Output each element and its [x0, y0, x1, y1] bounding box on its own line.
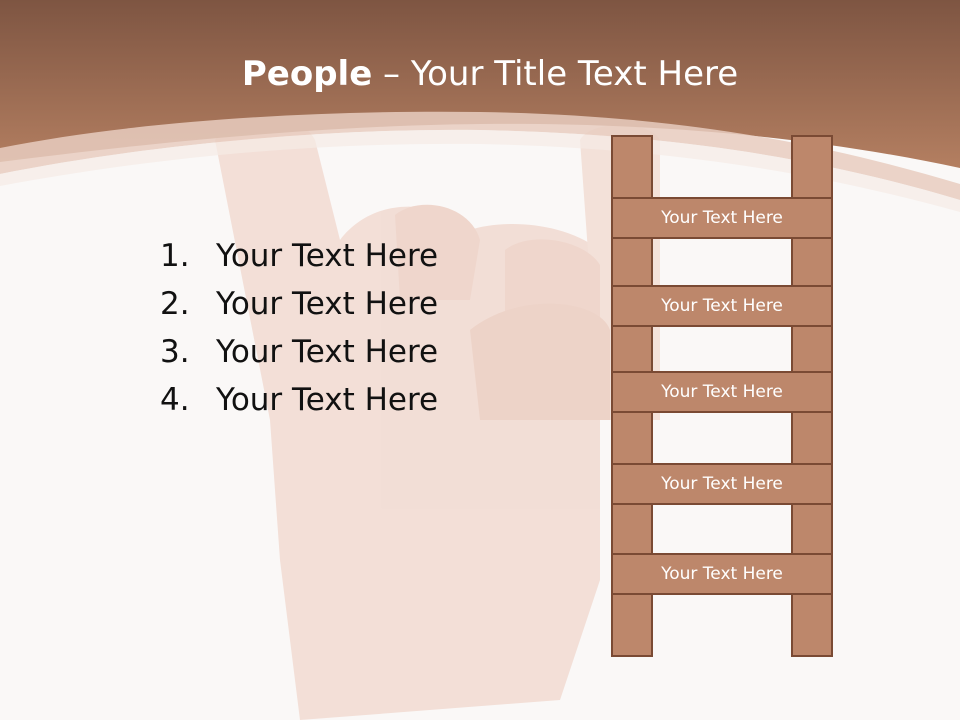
ladder-rail-right [791, 411, 833, 465]
ladder-rail-right [791, 135, 833, 199]
list-item: 4. Your Text Here [160, 376, 438, 424]
rung-label: Your Text Here [661, 474, 783, 494]
rung-label: Your Text Here [661, 382, 783, 402]
header-swoosh [0, 111, 960, 200]
title-rest: – Your Title Text Here [372, 54, 739, 94]
ladder-rail-left [611, 503, 653, 555]
ladder-rail-left [611, 325, 653, 373]
list-text: Your Text Here [216, 334, 439, 370]
ladder-rung [611, 197, 833, 239]
ladder-rail-left [611, 593, 653, 657]
ladder-rung [611, 463, 833, 505]
numbered-list: 1. Your Text Here 2. Your Text Here 3. Your… [160, 232, 438, 424]
ladder-rail-right [791, 503, 833, 555]
list-number: 3. [160, 334, 190, 370]
list-item: 2. Your Text Here [160, 280, 438, 328]
rung-label: Your Text Here [661, 296, 783, 316]
list-number: 4. [160, 382, 190, 418]
list-number: 2. [160, 286, 190, 322]
list-text: Your Text Here [216, 382, 439, 418]
list-item: 3. Your Text Here [160, 328, 438, 376]
ladder-rung [611, 371, 833, 413]
slide-title: People – Your Title Text Here [0, 52, 960, 96]
ladder-rail-left [611, 237, 653, 287]
list-text: Your Text Here [216, 286, 439, 322]
list-text: Your Text Here [216, 238, 439, 274]
ladder-rung [611, 285, 833, 327]
ladder-rail-left [611, 135, 653, 199]
ladder-rung [611, 553, 833, 595]
ladder-rail-right [791, 237, 833, 287]
rung-label: Your Text Here [661, 208, 783, 228]
rung-label: Your Text Here [661, 564, 783, 584]
ladder-rail-left [611, 411, 653, 465]
ladder-rail-right [791, 325, 833, 373]
list-number: 1. [160, 238, 190, 274]
list-item: 1. Your Text Here [160, 232, 438, 280]
ladder-rail-right [791, 593, 833, 657]
title-bold: People [241, 54, 373, 94]
